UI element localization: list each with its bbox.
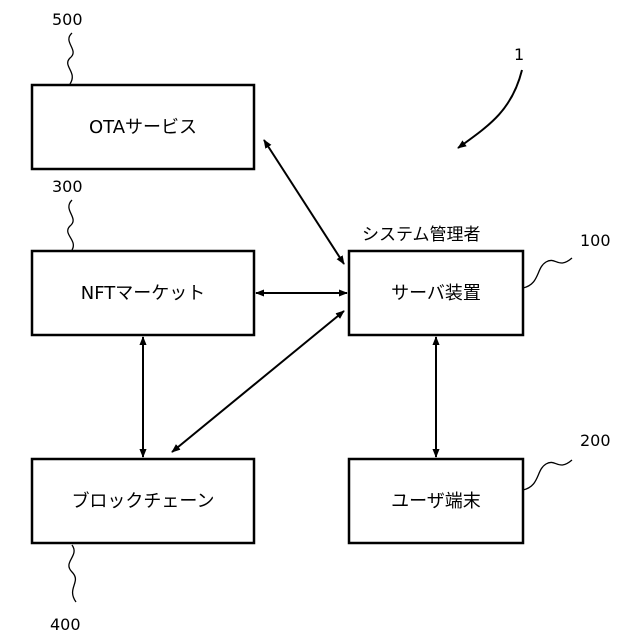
ota-service-ref-leader — [68, 33, 73, 84]
blockchain-label: ブロックチェーン — [71, 490, 214, 512]
ota-service-label: OTAサービス — [89, 117, 197, 138]
nft-market-label: NFTマーケット — [81, 283, 206, 304]
server-label: サーバ装置 — [391, 283, 481, 304]
blockchain-ref-leader — [69, 545, 76, 602]
arrow-ota-server — [264, 140, 344, 264]
blockchain-ref: 400 — [50, 615, 81, 634]
server-ref: 100 — [580, 231, 611, 250]
system-admin-label: システム管理者 — [362, 225, 481, 245]
user-terminal-box: ユーザ端末 — [349, 459, 523, 543]
nft-market-box: NFTマーケット — [32, 251, 254, 335]
nft-market-ref: 300 — [52, 177, 83, 196]
user-terminal-label: ユーザ端末 — [391, 491, 481, 512]
figure-ref-label: 1 — [514, 45, 524, 64]
blockchain-box: ブロックチェーン — [32, 459, 254, 543]
user-terminal-ref: 200 — [580, 431, 611, 450]
ota-service-ref: 500 — [52, 10, 83, 29]
server-ref-leader — [523, 258, 572, 288]
server-box: サーバ装置 — [349, 251, 523, 335]
nft-market-ref-leader — [68, 200, 74, 250]
figure-ref-arrow — [458, 70, 522, 148]
ota-service-box: OTAサービス — [32, 85, 254, 169]
user-terminal-ref-leader — [523, 460, 572, 490]
